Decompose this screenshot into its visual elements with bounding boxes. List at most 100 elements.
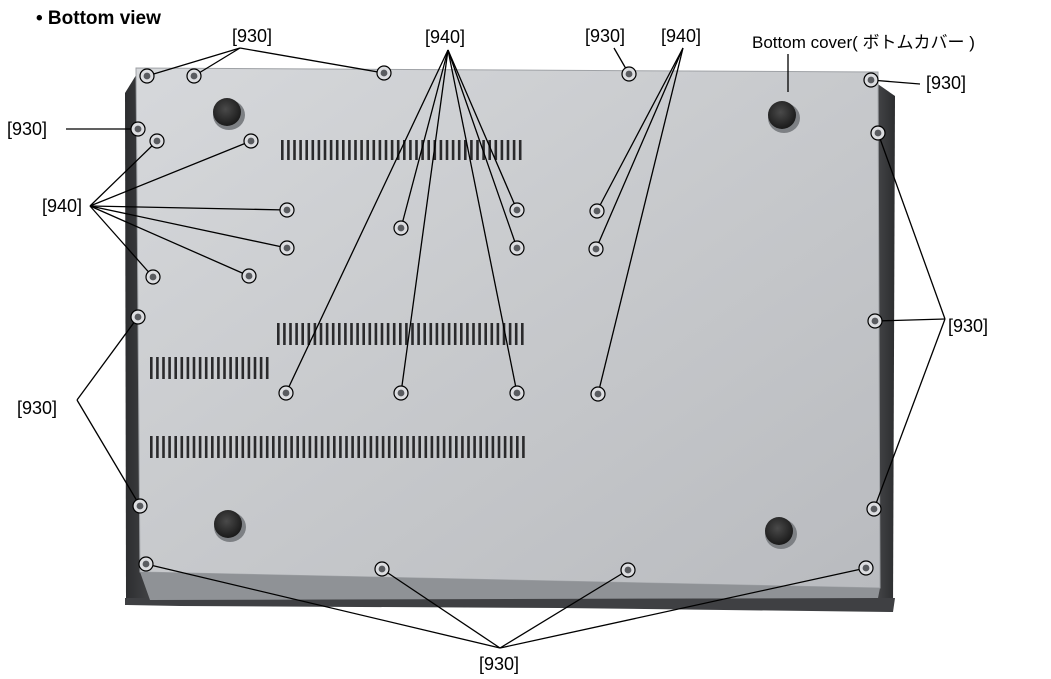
leader-line — [447, 49, 518, 211]
leader-line — [285, 49, 449, 394]
vent-slot — [217, 357, 220, 379]
vent-slot — [375, 436, 379, 458]
vent-slot — [405, 323, 408, 345]
vent-slot — [299, 140, 302, 160]
screw-head — [625, 70, 633, 78]
vent-slot — [399, 323, 402, 345]
rubber-foot — [768, 101, 796, 129]
vent-row — [281, 140, 522, 160]
screw — [278, 385, 294, 401]
screw-head — [397, 389, 405, 397]
vent-slot — [381, 436, 385, 458]
screw — [393, 220, 409, 236]
leader-line — [89, 205, 288, 249]
leader-line — [76, 399, 141, 507]
screw — [241, 268, 257, 284]
vent-slot — [442, 436, 446, 458]
leader-line — [874, 318, 946, 322]
screw-head — [513, 389, 521, 397]
vent-slot — [259, 436, 263, 458]
leader-line — [89, 205, 154, 278]
screw — [870, 125, 886, 141]
screw — [130, 121, 146, 137]
vent-slot — [478, 323, 481, 345]
vent-slot — [247, 357, 251, 379]
vent-slot — [509, 436, 513, 458]
vent-slot — [342, 140, 345, 160]
vent-slot — [418, 436, 421, 458]
vent-slot — [430, 436, 434, 458]
leader-line — [89, 205, 288, 211]
vent-slot — [265, 357, 269, 379]
screw — [145, 269, 161, 285]
vent-slot — [162, 436, 165, 458]
vent-slot — [441, 323, 445, 345]
screw — [590, 386, 606, 402]
label-940-top-right: [940] — [661, 26, 702, 46]
screw — [393, 385, 409, 401]
vent-slot — [490, 323, 494, 345]
label-930-top-left: [930] — [232, 26, 273, 46]
vent-slot — [522, 436, 525, 458]
vent-slot — [387, 436, 391, 458]
screw-head — [378, 565, 386, 573]
leader-line — [597, 47, 684, 395]
vent-slot — [314, 436, 318, 458]
vent-slot — [333, 436, 336, 458]
vent-slot — [451, 140, 455, 160]
vent-slots — [150, 140, 525, 458]
vent-slot — [423, 323, 426, 345]
vent-slot — [198, 436, 202, 458]
vent-slot — [424, 436, 428, 458]
leader-line — [193, 47, 241, 77]
vent-slot — [396, 140, 400, 160]
vent-slot — [508, 323, 512, 345]
vent-slot — [350, 323, 353, 345]
vent-slot — [356, 323, 359, 345]
label-bottom-cover: Bottom cover( ボトムカバー ) — [752, 33, 975, 52]
screw-head — [624, 566, 632, 574]
vent-slot — [174, 357, 177, 379]
leader-line — [870, 79, 921, 85]
vent-slot — [447, 323, 451, 345]
screw — [858, 560, 874, 576]
label-940-top-center: [940] — [425, 27, 466, 47]
vent-slot — [211, 436, 214, 458]
vent-slot — [204, 436, 208, 458]
vent-slot — [168, 436, 171, 458]
vent-slot — [516, 436, 519, 458]
vent-slot — [305, 140, 308, 160]
label-930-right: [930] — [948, 316, 989, 336]
vent-slot — [369, 436, 373, 458]
rubber-foot — [213, 98, 241, 126]
vent-slot — [150, 357, 153, 379]
vent-slot — [466, 323, 469, 345]
screw — [138, 556, 154, 572]
vent-slot — [211, 357, 214, 379]
vent-slot — [460, 323, 463, 345]
vent-slot — [436, 436, 440, 458]
screw — [130, 309, 146, 325]
screw-head — [871, 317, 879, 325]
vent-slot — [500, 140, 504, 160]
screw — [620, 562, 636, 578]
vent-slot — [394, 436, 397, 458]
screw — [186, 68, 202, 84]
vent-slot — [386, 323, 390, 345]
vent-slot — [506, 140, 510, 160]
screw-head — [136, 502, 144, 510]
vent-slot — [290, 436, 293, 458]
vent-slot — [229, 357, 232, 379]
vent-slot — [317, 140, 321, 160]
rubber-foot — [765, 517, 793, 545]
vent-slot — [368, 323, 372, 345]
screw — [621, 66, 637, 82]
leader-line — [447, 49, 518, 249]
vent-slot — [497, 436, 501, 458]
vent-slot — [150, 436, 153, 458]
vent-slot — [217, 436, 220, 458]
vent-slot — [380, 323, 384, 345]
leader-lines — [66, 47, 946, 649]
vent-row — [150, 436, 525, 458]
